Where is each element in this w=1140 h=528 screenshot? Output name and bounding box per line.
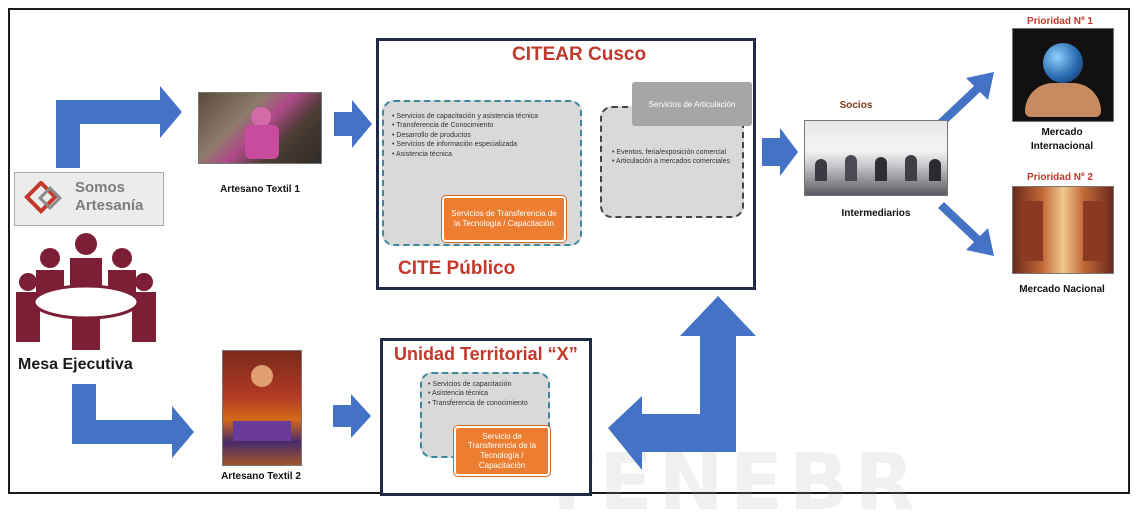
citear-left-bullet: Servicios de información especializada bbox=[392, 140, 576, 149]
arrows-layer bbox=[56, 72, 994, 470]
artesano-1-photo bbox=[198, 92, 322, 164]
artesano-2-photo bbox=[222, 350, 302, 466]
mercado-internacional-line1: Mercado bbox=[1041, 127, 1083, 138]
logo-text-artesania: Artesanía bbox=[75, 197, 144, 214]
citear-left-bullet: Desarrollo de productos bbox=[392, 131, 576, 140]
somos-artesania-logo: Somos Artesanía bbox=[14, 172, 164, 226]
arrow-to-unidad bbox=[333, 394, 371, 438]
mercado-internacional-label: Mercado Internacional bbox=[1010, 126, 1114, 154]
citear-title: CITEAR Cusco bbox=[512, 44, 647, 65]
citear-gray-tag: Servicios de Articulación bbox=[632, 82, 752, 126]
prioridad-2-label: Prioridad Nº 2 bbox=[1027, 172, 1093, 183]
mercado-internacional-line2: Internacional bbox=[1030, 141, 1094, 152]
citear-left-bullet: Transferencia de Conocimiento bbox=[392, 121, 576, 130]
unidad-bullet: Servicios de capacitación bbox=[428, 380, 546, 389]
intermediarios-photo bbox=[804, 120, 948, 196]
arrow-to-internacional bbox=[938, 72, 994, 126]
globe-hands-photo bbox=[1012, 28, 1114, 122]
cite-publico-label: CITE Público bbox=[398, 258, 516, 279]
mesa-ejecutiva-label: Mesa Ejecutiva bbox=[18, 356, 133, 373]
citear-left-bullet: Asistencia técnica bbox=[392, 150, 576, 159]
artesano-2-label: Artesano Textil 2 bbox=[221, 471, 301, 482]
citear-right-bullet: Articulación a mercados comerciales bbox=[612, 157, 738, 166]
arrow-to-socios bbox=[762, 128, 798, 176]
artesano-1-label: Artesano Textil 1 bbox=[220, 184, 300, 195]
arrow-unidad-to-citear bbox=[608, 296, 756, 470]
arrow-to-artesano-2 bbox=[72, 384, 194, 458]
arrow-to-citear bbox=[334, 100, 372, 148]
socios-label: Socios bbox=[839, 100, 873, 111]
store-photo bbox=[1012, 186, 1114, 274]
citear-orange-box: Servicios de Transferencia de la Tecnolo… bbox=[442, 196, 566, 242]
arrow-to-artesano-1 bbox=[56, 86, 182, 168]
logo-text-somos: Somos bbox=[75, 179, 126, 196]
unidad-orange-box: Servicio de Transferencia de la Tecnolog… bbox=[454, 426, 550, 476]
citear-left-bullet: Servicios de capacitación y asistencia t… bbox=[392, 112, 576, 121]
citear-right-bullet: Eventos, feria/exposición comercial bbox=[612, 148, 738, 157]
arrow-to-nacional bbox=[938, 202, 994, 256]
mercado-nacional-label: Mercado Nacional bbox=[1019, 284, 1105, 295]
meeting-people-icon bbox=[16, 233, 156, 350]
intermediarios-label: Intermediarios bbox=[841, 208, 911, 219]
diamond-logo-icon bbox=[24, 181, 63, 214]
unidad-title: Unidad Territorial “X” bbox=[394, 344, 578, 364]
unidad-bullet: Asistencia técnica bbox=[428, 389, 546, 398]
unidad-bullet: Transferencia de conocimiento bbox=[428, 399, 546, 408]
prioridad-1-label: Prioridad Nº 1 bbox=[1027, 16, 1093, 27]
